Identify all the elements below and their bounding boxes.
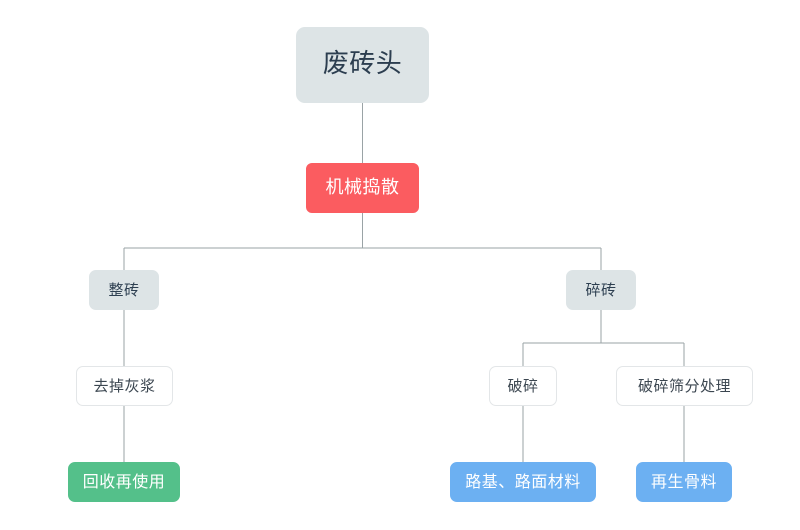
node-label: 废砖头 [322, 49, 403, 80]
node-label: 路基、路面材料 [465, 472, 581, 492]
node-crushing-screening[interactable]: 破碎筛分处理 [616, 366, 753, 406]
node-recycle-reuse[interactable]: 回收再使用 [68, 462, 180, 502]
node-remove-mortar[interactable]: 去掉灰浆 [76, 366, 173, 406]
node-label: 破碎 [507, 377, 539, 395]
node-label: 回收再使用 [82, 472, 166, 492]
node-label: 整砖 [108, 281, 140, 299]
node-broken-brick[interactable]: 碎砖 [566, 270, 636, 310]
node-label: 碎砖 [585, 281, 617, 299]
node-mechanical-loosening[interactable]: 机械捣散 [306, 163, 419, 213]
node-root-waste-brick[interactable]: 废砖头 [296, 27, 429, 103]
node-crushing[interactable]: 破碎 [489, 366, 557, 406]
node-label: 去掉灰浆 [93, 377, 156, 395]
node-road-material[interactable]: 路基、路面材料 [450, 462, 596, 502]
node-recycled-aggregate[interactable]: 再生骨料 [636, 462, 732, 502]
node-label: 机械捣散 [325, 177, 400, 199]
node-label: 再生骨料 [650, 472, 717, 492]
node-whole-brick[interactable]: 整砖 [89, 270, 159, 310]
node-label: 破碎筛分处理 [637, 377, 731, 395]
